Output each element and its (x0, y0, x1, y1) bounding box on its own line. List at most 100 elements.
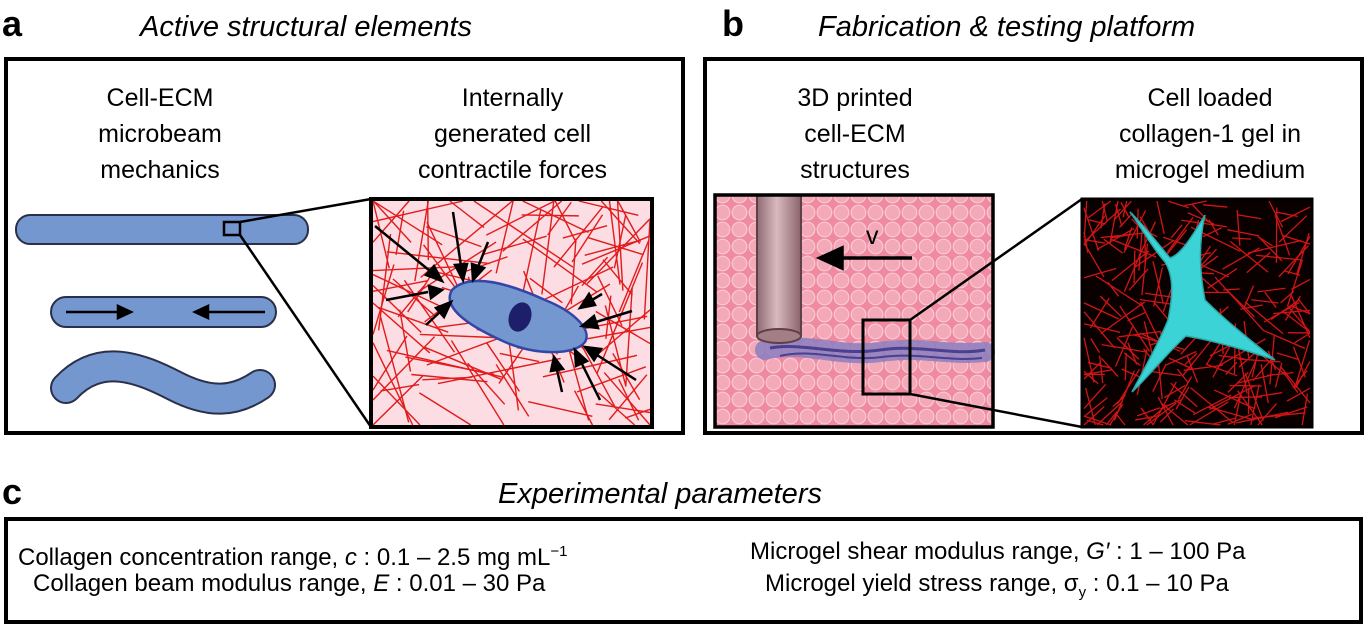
zoom-region-marker (222, 220, 242, 237)
fiber (372, 335, 408, 391)
fiber (520, 209, 542, 301)
param-microgel-yield-stress: Microgel yield stress range, σy : 0.1 – … (765, 570, 1229, 601)
fiber (529, 277, 563, 304)
fiber (1135, 415, 1159, 421)
contraction-arrows (66, 304, 265, 320)
fiber (419, 333, 506, 339)
fiber (1168, 357, 1192, 370)
panel-c-label: c (2, 471, 23, 512)
fiber (426, 221, 460, 289)
fiber (414, 200, 429, 282)
fiber (502, 200, 563, 252)
fiber (403, 279, 456, 353)
fiber (372, 264, 395, 335)
fiber (426, 226, 482, 248)
fiber (420, 200, 513, 278)
fiber (1236, 209, 1241, 246)
fiber (1237, 344, 1248, 394)
fiber (1159, 408, 1174, 423)
fiber (1227, 371, 1249, 393)
fiber (1164, 384, 1186, 399)
fiber (1119, 305, 1151, 352)
fiber (1286, 259, 1304, 307)
fiber (1213, 417, 1236, 425)
fiber (1083, 397, 1108, 418)
fiber (1100, 301, 1146, 335)
fiber (467, 362, 506, 405)
fiber (600, 200, 641, 245)
fiber (584, 239, 641, 256)
zoom-line-bottom-b (909, 392, 1083, 429)
velocity-label: v (866, 222, 879, 250)
fiber (1251, 299, 1279, 304)
fiber (541, 200, 555, 295)
fiber (1278, 215, 1308, 243)
fiber (1229, 240, 1269, 273)
param-collagen-beam-modulus: Collagen beam modulus range, E : 0.01 – … (33, 570, 546, 597)
fiber (1257, 236, 1273, 247)
fiber (567, 347, 590, 421)
fiber (1175, 386, 1190, 410)
fiber (618, 378, 640, 421)
fiber (426, 200, 430, 261)
fiber (1083, 406, 1105, 426)
fiber (1170, 224, 1183, 239)
fiber (1217, 338, 1266, 367)
fiber (595, 403, 651, 414)
fiber (1166, 217, 1194, 253)
fiber (1287, 236, 1311, 275)
zoom-line-top (239, 197, 372, 224)
panel-a-title: Active structural elements (140, 11, 473, 43)
fiber (1233, 392, 1242, 426)
fiber (1109, 238, 1157, 258)
fiber (597, 275, 623, 326)
fiber (1083, 311, 1116, 349)
fiber (624, 408, 651, 419)
fiber (595, 310, 651, 345)
fiber (437, 357, 561, 385)
fiber (522, 238, 598, 293)
fiber (377, 306, 449, 333)
fiber (1152, 261, 1164, 305)
fiber (1133, 240, 1174, 269)
panel-c-frame (4, 517, 1363, 624)
fiber (1096, 227, 1135, 251)
fiber (1295, 232, 1310, 276)
fiber (1274, 362, 1283, 388)
fiber (1087, 200, 1112, 219)
fiber (495, 200, 514, 274)
fiber (450, 340, 505, 426)
fiber (399, 309, 412, 372)
fiber (1153, 267, 1163, 307)
fiber (1123, 210, 1147, 253)
fiber (1090, 338, 1101, 353)
fiber (372, 200, 410, 243)
fiber (1238, 358, 1281, 363)
fiber (1112, 394, 1126, 408)
fiber (1253, 392, 1283, 398)
fiber (1286, 387, 1311, 402)
fiber (1173, 399, 1196, 414)
param-collagen-concentration: Collagen concentration range, c : 0.1 – … (18, 543, 568, 571)
fiber (1099, 295, 1122, 318)
fiber (1156, 200, 1165, 235)
fluorescent-cell (1129, 211, 1276, 393)
fiber (499, 352, 540, 363)
fiber (495, 364, 530, 417)
fiber (1191, 203, 1210, 223)
fiber (570, 238, 577, 305)
fiber (1257, 287, 1286, 293)
fiber (1114, 200, 1132, 220)
fiber (1294, 332, 1311, 344)
fiber (521, 214, 579, 217)
fiber (377, 233, 392, 331)
panel-b-caption-right: Cell loaded collagen-1 gel in microgel m… (1114, 84, 1306, 184)
fiber (1203, 204, 1228, 208)
fiber (1257, 402, 1278, 426)
fiber (372, 200, 464, 223)
fiber (405, 356, 495, 375)
fiber (1083, 267, 1117, 279)
fiber (1187, 212, 1215, 225)
fiber (1124, 353, 1127, 381)
panel-a-caption-right: Internally generated cell contractile fo… (418, 84, 607, 184)
